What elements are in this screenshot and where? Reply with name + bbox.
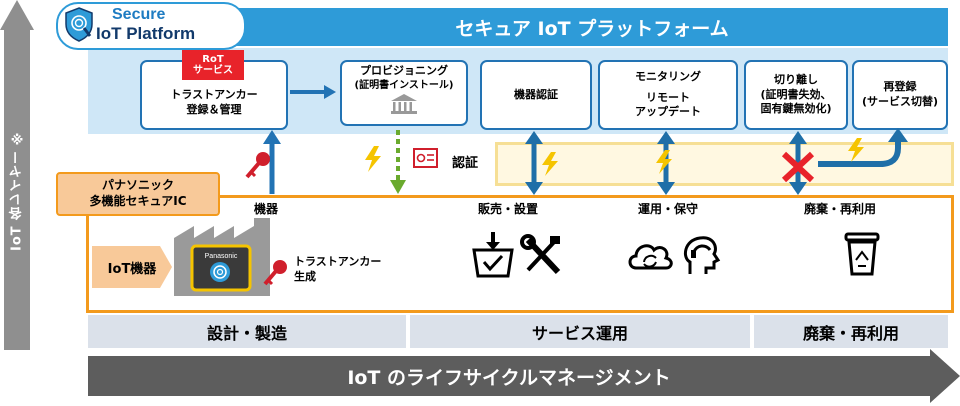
key-icon	[245, 152, 270, 179]
certificate-icon	[413, 148, 438, 168]
provisioning-box: プロビジョニング (証明書インストール)	[340, 60, 468, 126]
box-line: アップデート	[635, 105, 701, 119]
authentication-label: 認証	[452, 156, 479, 171]
box-line: リモート	[646, 90, 690, 104]
tab-line: 多機能セキュアIC	[89, 194, 187, 208]
box-line: 登録＆管理	[186, 103, 242, 116]
tools-icon	[520, 234, 561, 275]
iot-layers-label: IoT 各レイヤー ※	[9, 128, 25, 252]
rot-line: サービス	[193, 65, 233, 76]
provisioning-dashed-arrow-icon	[390, 130, 406, 194]
box-line: プロビジョニング	[360, 64, 448, 77]
platform-title: セキュア IoT プラットフォーム	[236, 8, 948, 46]
phase-service-operation: サービス運用	[410, 315, 750, 348]
recycle-bin-icon	[844, 232, 880, 276]
double-arrow-icon	[525, 131, 543, 195]
logo-text-platform: IoT Platform	[96, 24, 196, 43]
flow-arrow-icon	[290, 85, 336, 99]
stage-device-label: 機器	[254, 202, 279, 216]
factory-chip-icon: Panasonic	[174, 218, 270, 296]
cloud-sync-icon	[628, 244, 673, 270]
box-line: 再登録	[883, 80, 917, 94]
package-install-icon	[472, 232, 514, 278]
box-line: (証明書失効、	[760, 87, 832, 101]
lifecycle-title: IoT のライフサイクルマネージメント	[88, 356, 930, 396]
box-line: (サービス切替)	[861, 95, 939, 108]
stage-disposal-label: 廃棄・再利用	[804, 202, 877, 216]
re-register-arrow-icon	[818, 128, 908, 167]
iot-device-tag: IoT機器	[92, 246, 172, 288]
phase-disposal-reuse: 廃棄・再利用	[754, 315, 948, 348]
re-registration-box: 再登録 (サービス切替)	[852, 60, 948, 130]
trust-anchor-generation-label: トラストアンカー 生成	[294, 254, 381, 285]
support-headset-icon	[683, 236, 721, 274]
panasonic-secure-ic-tab: パナソニック 多機能セキュアIC	[56, 172, 220, 216]
lightning-icon	[656, 150, 672, 174]
phase-design-manufacture: 設計・製造	[88, 315, 406, 348]
device-authentication-box: 機器認証	[480, 60, 592, 130]
up-arrow-icon	[263, 130, 281, 194]
label-line: 生成	[294, 270, 316, 284]
box-line: 固有鍵無効化)	[760, 102, 832, 116]
trust-anchor-management-box: トラストアンカー 登録＆管理	[140, 60, 288, 130]
box-line: 切り離し	[774, 72, 818, 86]
vertical-arrow-head	[0, 0, 34, 30]
lifecycle-arrow-head	[930, 349, 960, 403]
cross-icon	[781, 151, 815, 183]
chip-brand-text: Panasonic	[205, 253, 238, 260]
disconnection-box: 切り離し (証明書失効、 固有鍵無効化)	[744, 60, 848, 130]
lightning-icon	[365, 146, 381, 172]
box-line: モニタリング	[635, 69, 701, 83]
rot-line: RoT	[202, 53, 224, 65]
logo-text-secure: Secure	[112, 6, 166, 23]
stage-sales-label: 販売・設置	[478, 202, 539, 216]
box-line: トラストアンカー	[170, 88, 258, 102]
tab-line: パナソニック	[101, 178, 174, 193]
box-line: (証明書インストール)	[354, 79, 454, 91]
key-icon	[263, 260, 287, 286]
lightning-icon	[848, 138, 864, 162]
label-line: トラストアンカー	[294, 255, 382, 268]
rot-service-badge: RoT サービス	[182, 50, 244, 80]
certificate-building-icon	[391, 94, 417, 115]
box-line: 機器認証	[514, 87, 558, 101]
stage-operation-label: 運用・保守	[638, 202, 699, 216]
lightning-icon	[542, 152, 558, 176]
shield-fingerprint-icon	[65, 7, 93, 42]
monitoring-update-box: モニタリング リモート アップデート	[598, 60, 738, 130]
vertical-arrow-body	[4, 30, 30, 350]
